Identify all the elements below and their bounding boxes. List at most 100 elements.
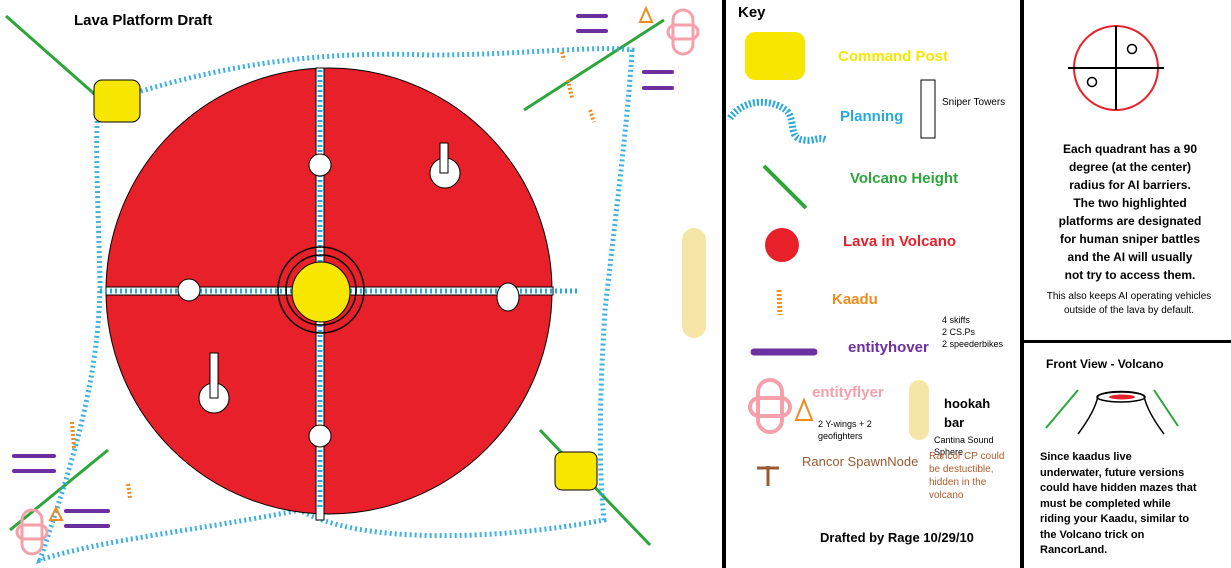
volcano-rim [1096,391,1146,403]
kaadu-mark [70,421,76,449]
key-label-entityhover: entityhover [848,339,929,356]
front-slope-left [1045,389,1079,429]
rancor-note-line: Rancor CP could [929,451,1005,462]
rancor-note-line: volcano [929,490,964,501]
info-panel: Each quadrant has a 90 degree (at the ce… [1024,0,1231,568]
quadrant-line: for human sniper battles [1059,232,1201,246]
rancor-note-line: hidden in the [929,477,987,488]
extra-line: outside of the lava by default. [1063,305,1195,316]
platform-south [308,424,332,448]
key-symbols [727,32,936,486]
key-label-rancor: Rancor SpawnNode [802,454,919,469]
hover-detail: 2 speederbikes [942,339,1004,349]
hookah-symbol [909,380,929,440]
planning-symbol [727,98,828,144]
hookah-bar-shape [682,228,706,338]
front-line: must be completed while [1040,497,1171,510]
rancor-symbol [757,466,779,486]
front-view-text: Since kaadus live underwater, future ver… [1040,450,1228,559]
command-post-symbol [745,32,805,80]
volcano-height-line-sw [9,448,109,532]
key-label-planning: Planning [840,108,904,125]
key-label-lava: Lava in Volcano [843,233,957,250]
key-label-kaadu: Kaadu [832,291,878,308]
platform-west [177,278,201,302]
kaadu-mark [126,483,132,499]
hookah-line: bar [944,415,965,430]
command-post-nw [93,79,141,123]
quadrant-line: degree (at the center) [1068,160,1192,174]
quadrant-line: Each quadrant has a 90 [1062,142,1198,156]
map-panel: Lava Platform Draft [5,5,706,564]
key-label-sniper-towers: Sniper Towers [942,97,1006,108]
hover-detail: 4 skiffs [942,315,970,325]
front-line: underwater, future versions [1040,466,1185,479]
extra-text: This also keeps AI operating vehicles ou… [1028,290,1230,318]
quadrant-line: and the AI will usually [1067,250,1193,264]
flyer-wing-symbol [794,397,814,421]
sniper-tower-ne [439,142,449,174]
front-line: Since kaadus live [1040,451,1132,463]
divider-right [1020,0,1024,568]
platform-east [496,282,520,312]
divider-left [722,0,726,568]
planning-perimeter [36,46,635,564]
quadrant-line: platforms are designated [1058,214,1202,228]
quadrant-line: radius for AI barriers. [1069,178,1191,192]
hover-detail: 2 CS.Ps [942,327,976,337]
command-post-center [291,261,351,323]
rancor-note: Rancor CP could be destuctible, hidden i… [929,450,1004,502]
center-ring-outer [277,246,365,334]
hookah-label: hookah bar [944,394,990,432]
sniper-tower-symbol [920,79,936,139]
volcano-height-line-ne [523,18,665,112]
map-drawing [5,5,706,564]
volcano-lava [1109,394,1135,400]
key-label-command-post: Command Post [838,48,949,65]
platform-north [308,153,332,177]
quadrant-line: not try to access them. [1064,268,1196,282]
flyer-mark [666,8,700,56]
kaadu-mark [560,51,566,61]
flyer-wing-mark [48,505,64,521]
flyer-mark [15,508,49,556]
hookah-sub: Cantina Sound Sphere [934,435,994,457]
entityflyer-symbol [748,378,792,434]
flyer-wing-mark [638,5,654,23]
center-ring-inner [285,254,357,326]
quadrant-line: The two highlighted [1073,196,1187,210]
quadrant-platform [1126,43,1138,55]
lava-symbol [765,228,799,262]
kaadu-symbol [776,289,783,316]
flyer-detail: geofighters [818,431,863,441]
hookah-line: hookah [944,396,991,411]
rancor-note-line: be destuctible, [929,464,994,475]
kaadu-mark [566,79,574,99]
flyer-details: 2 Y-wings + 2 geofighters [818,418,872,442]
credit: Drafted by Rage 10/29/10 [820,530,974,545]
volcano-height-symbol [762,164,808,210]
extra-line: This also keeps AI operating vehicles [1046,291,1212,302]
kaadu-mark [588,109,596,123]
command-post-se [554,451,598,491]
front-line: could have hidden mazes that [1040,482,1197,494]
front-slope-right [1153,389,1179,427]
divider-info [1024,340,1231,343]
front-line: RancorLand. [1040,544,1108,556]
quadrant-platform [1086,76,1098,88]
key-label-volcano-height: Volcano Height [850,170,959,187]
key-title: Key [738,4,766,21]
front-view-title: Front View - Volcano [1046,357,1164,371]
quadrant-text: Each quadrant has a 90 degree (at the ce… [1032,140,1228,284]
sniper-tower-sw [209,352,219,399]
key-panel: Key Command Post Planning Sniper Towers … [726,0,1020,568]
front-line: the Volcano trick on [1040,528,1145,541]
front-line: riding your Kaadu, similar to [1040,513,1190,525]
key-label-entityflyer: entityflyer [812,384,884,401]
front-view-drawing [1045,389,1179,435]
quadrant-diagram [1068,25,1164,111]
volcano-height-line-nw [5,14,109,108]
hover-details: 4 skiffs 2 CS.Ps 2 speederbikes [942,314,1003,350]
map-title: Lava Platform Draft [74,12,213,29]
flyer-detail: 2 Y-wings + 2 [818,419,872,429]
